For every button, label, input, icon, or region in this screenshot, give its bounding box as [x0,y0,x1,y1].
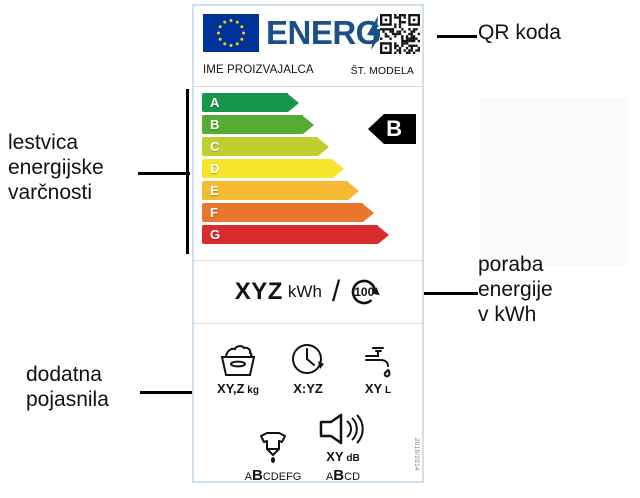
bar-arrow-tip [288,93,299,112]
energy-bar-g: G [202,225,422,244]
cycle-arrow-icon: 100 [347,275,381,309]
lightning-bolt-icon [366,16,386,50]
bar-arrow-tip [303,115,314,134]
bar-arrow-tip [378,225,389,244]
caption-main: XY [364,381,383,396]
background-block [480,98,628,266]
pictogram-laundry-basket: XY,Z kg [203,336,273,396]
class-prefix: A [325,471,334,483]
selected-class-arrow: B [368,114,416,144]
caption-unit: dB [343,453,360,464]
energy-bar-d: D [202,159,422,178]
pictogram-spin-dry-shirt: ABCDEFG [238,422,308,484]
pictogram-water-tap: XY L [343,336,413,396]
pictogram-speaker-noise: XY dB ABCD [308,404,378,484]
bar-letter: E [210,183,219,198]
class-prefix: A [244,471,252,483]
pictogram-caption: XY L [343,381,413,396]
bar-letter: F [210,205,218,220]
cycles-count: 100 [354,285,375,299]
leader-line-qr-code [437,35,477,38]
speaker-noise-icon [308,404,378,446]
energy-bar-b: B [202,115,422,134]
energy-bar-c: C [202,137,422,156]
pictogram-row-1: XY,Z kg X:YZ XY L [194,336,422,396]
energy-bar-f: F [202,203,422,222]
caption-main: X:YZ [293,381,323,396]
bar-body: D [202,159,333,178]
pictogram-class-range: ABCDEFG [238,467,308,484]
bracket-line-energy-scale [186,89,189,254]
eu-flag-icon [203,14,259,52]
manufacturer-name: IME PROIZVAJALCA [203,64,314,76]
caption-unit: L [382,385,392,396]
laundry-basket-icon [203,336,273,378]
leader-line-energy-consumption [420,292,478,295]
pictogram-caption: XY dB [308,449,378,464]
annotation-additional-info: dodatna pojasnila [26,363,109,411]
energy-bar-e: E [202,181,422,200]
spin-dry-shirt-icon [238,422,308,464]
pictogram-caption: X:YZ [273,381,343,396]
pictogram-clock: X:YZ [273,336,343,396]
consumption-separator: / [331,275,341,308]
water-tap-icon [343,336,413,378]
model-number: ŠT. MODELA [350,65,414,77]
qr-code-icon[interactable] [380,14,420,54]
energy-bar-a: A [202,93,422,112]
bar-body: G [202,225,378,244]
bar-letter: A [210,95,220,110]
bar-letter: B [210,117,220,132]
class-selected: B [333,467,345,484]
selected-class-letter: B [386,116,402,141]
bar-arrow-tip [363,203,374,222]
bar-body: A [202,93,288,112]
bar-body: B [202,115,303,134]
caption-unit: kg [244,385,259,396]
pictogram-caption: XY,Z kg [203,381,273,396]
bar-letter: D [210,161,220,176]
class-suffix: CD [344,471,361,483]
bar-body: C [202,137,318,156]
brand-wordmark: ENERG [266,14,381,51]
class-selected: B [252,467,263,484]
regulation-code: 2019/2014 [413,438,419,471]
annotation-qr-code: QR koda [478,21,561,44]
class-suffix: CDEFG [262,471,302,483]
bar-arrow-tip [348,181,359,200]
pictogram-class-range: ABCD [308,467,378,484]
consumption-value: XYZ [234,278,283,305]
bar-body: F [202,203,363,222]
leader-line-energy-scale [138,172,190,175]
bar-body: E [202,181,348,200]
bar-arrow-tip [318,137,329,156]
caption-main: XY,Z [217,381,245,396]
arrow-head [368,114,385,144]
maker-model-row: IME PROIZVAJALCA ŠT. MODELA [194,64,422,87]
energy-consumption-row: XYZ kWh / 100 [194,260,422,324]
clock-icon [273,336,343,378]
annotation-energy-consumption: poraba energije v kWh [478,253,553,326]
consumption-unit: kWh [287,282,322,301]
bar-arrow-tip [333,159,344,178]
arrow-body: B [384,114,416,144]
bar-letter: G [210,227,221,242]
label-header: ENERG [194,6,422,64]
caption-main: XY [326,449,344,464]
bar-letter: C [210,139,220,154]
annotation-energy-scale: lestvica energijske varčnosti [8,131,104,204]
